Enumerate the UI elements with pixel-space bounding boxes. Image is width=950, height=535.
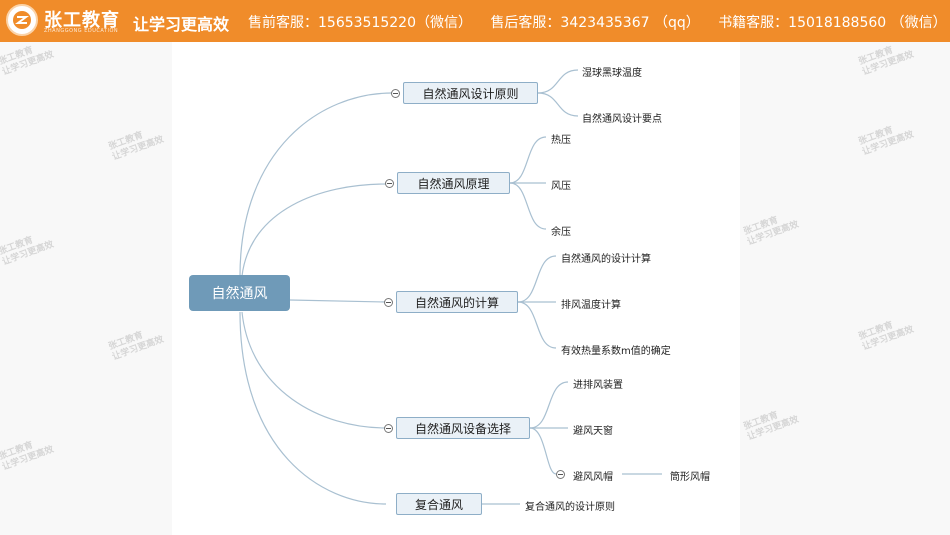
contact-info: 售前客服：15653515220（微信） 售后客服：3423435367 （qq… [248,12,950,32]
slogan: 让学习更高效 [133,15,230,34]
brand-name: 张工教育 [44,10,120,31]
collapse-toggle-icon[interactable] [391,89,400,98]
brand-subtitle: ZHANGGONG EDUCATION [44,28,119,34]
presale-contact: 售前客服：15653515220（微信） [248,15,472,31]
connector-b1-c1 [537,69,579,94]
branch-equipment[interactable]: 自然通风设备选择 [396,417,530,439]
aftersale-contact: 售后客服：3423435367 （qq） [490,15,700,31]
connector-root-b5 [239,311,387,505]
leaf-cylindrical-cap[interactable]: 筒形风帽 [670,472,710,483]
top-banner: 张工教育 ZHANGGONG EDUCATION 让学习更高效 售前客服：156… [0,0,950,42]
connector-b4-c1 [529,381,569,429]
leaf-residual-pressure[interactable]: 余压 [551,227,571,238]
leaf-wind-cap[interactable]: 避风风帽 [573,472,613,483]
connector-b2-c3 [509,182,547,230]
leaf-thermal-pressure[interactable]: 热压 [551,135,571,146]
left-margin [0,42,172,535]
collapse-toggle-icon[interactable] [384,298,393,307]
branch-principle[interactable]: 自然通风原理 [397,172,510,194]
leaf-wind-pressure[interactable]: 风压 [551,181,571,192]
branch-design-principles[interactable]: 自然通风设计原则 [403,82,538,104]
logo-icon [13,11,31,29]
leaf-exhaust-temperature[interactable]: 排风温度计算 [561,300,621,311]
connector-root-b4 [241,311,387,429]
leaf-hybrid-design-principles[interactable]: 复合通风的设计原则 [525,502,615,513]
connector-root-b2 [241,183,387,277]
connector-b3-c1 [517,255,557,303]
connector-b1-c2 [537,92,579,117]
root-node[interactable]: 自然通风 [189,275,290,311]
collapse-toggle-icon[interactable] [385,179,394,188]
brand-logo [6,4,38,36]
leaf-wind-shelter-skylight[interactable]: 避风天窗 [573,426,613,437]
branch-hybrid-ventilation[interactable]: 复合通风 [396,493,482,515]
book-contact: 书籍客服：15018188560 （微信） [718,15,947,31]
collapse-toggle-icon[interactable] [384,424,393,433]
connector-b3-c3 [517,301,557,349]
connector-b4-c3 [529,427,557,475]
connector-root-b3 [289,299,387,303]
leaf-wbgt[interactable]: 湿球黑球温度 [582,68,642,79]
leaf-inlet-exhaust-device[interactable]: 进排风装置 [573,380,623,391]
connector-root-b1 [239,92,393,277]
collapse-toggle-icon[interactable] [556,470,565,479]
leaf-design-points[interactable]: 自然通风设计要点 [582,114,662,125]
leaf-design-calculation[interactable]: 自然通风的设计计算 [561,254,651,265]
branch-calculation[interactable]: 自然通风的计算 [396,291,518,313]
connector-b2-c1 [509,136,547,184]
leaf-heat-coefficient[interactable]: 有效热量系数m值的确定 [561,346,671,357]
right-margin [740,42,950,535]
